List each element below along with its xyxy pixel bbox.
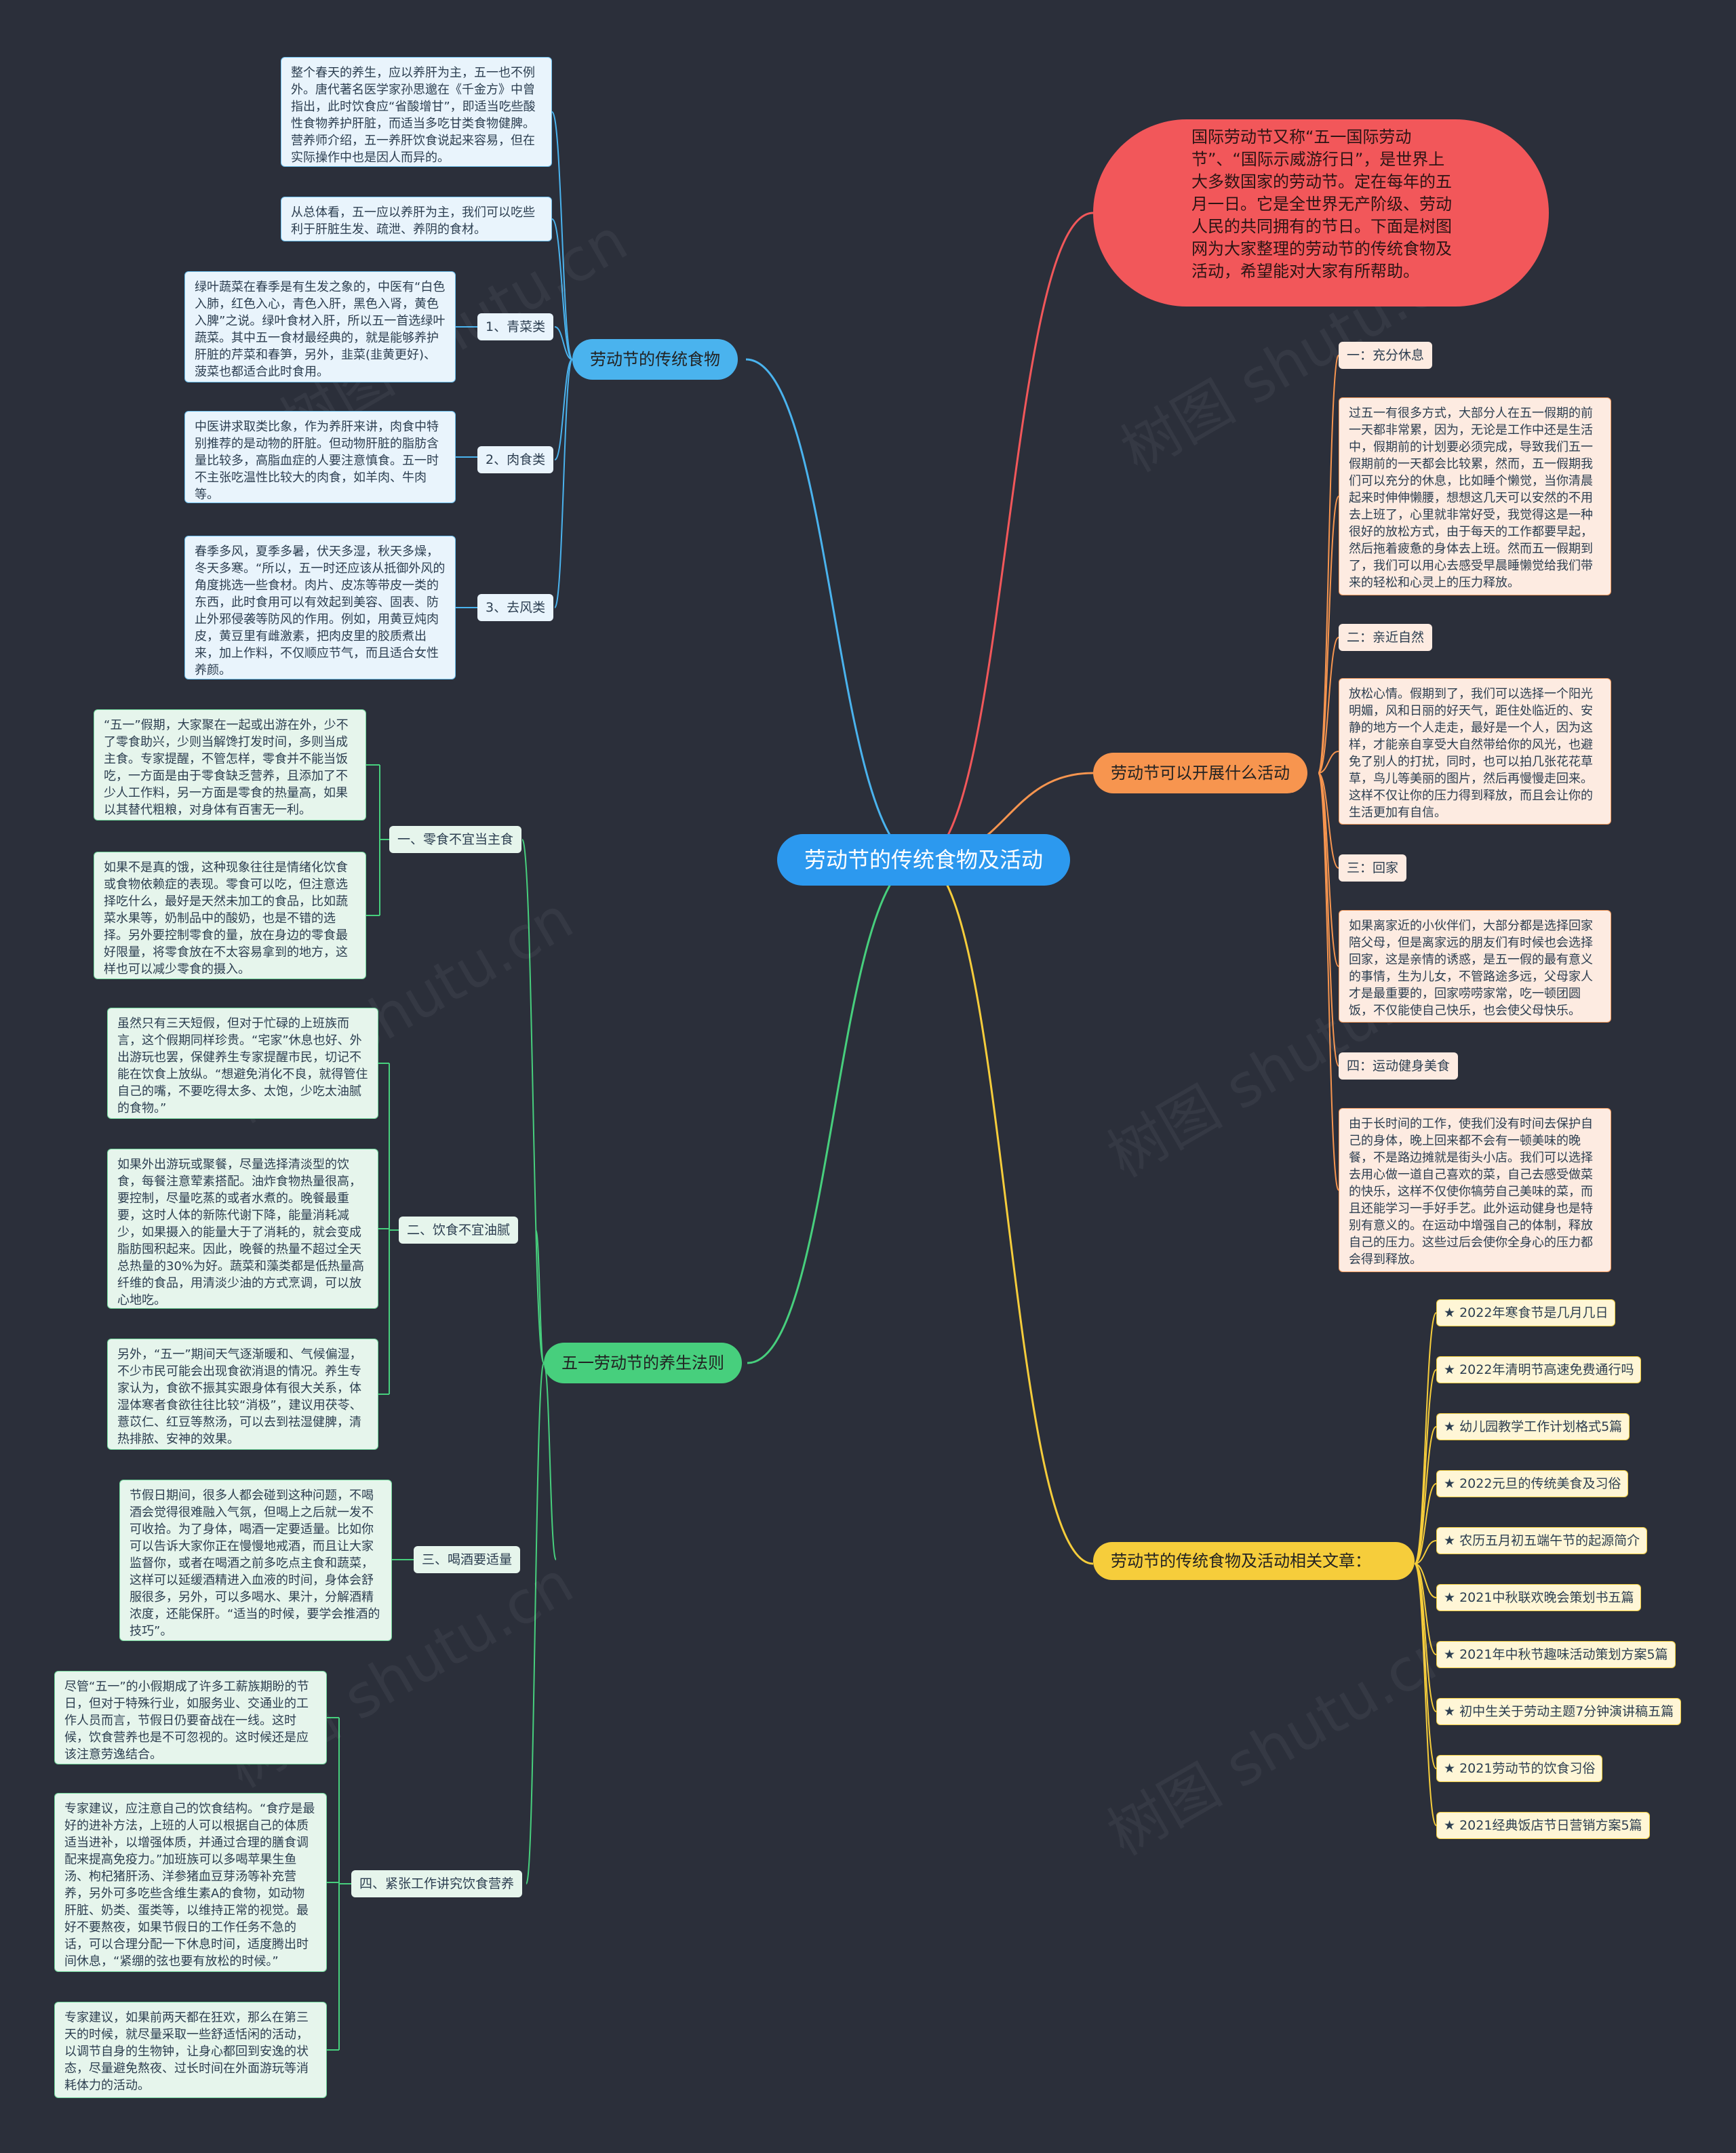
food-intro-1[interactable]: 整个春天的养生，应以养肝为主，五一也不例外。唐代著名医学家孙思邈在《千金方》中曾… <box>281 57 552 167</box>
health-item-text[interactable]: “五一”假期，大家聚在一起或出游在外，少不了零食助兴，少则当解馋打发时间，多则当… <box>94 709 366 821</box>
health-item-text[interactable]: 节假日期间，很多人都会碰到这种问题，不喝酒会觉得很难融入气氛，但喝上之后就一发不… <box>119 1480 392 1641</box>
connector-line <box>1414 1563 1437 1598</box>
connector-line <box>745 358 922 861</box>
food-intro-2[interactable]: 从总体看，五一应以养肝为主，我们可以吃些利于肝脏生发、疏泄、养阴的食材。 <box>281 197 552 241</box>
branch-traditional-food[interactable]: 劳动节的传统食物 <box>572 339 738 380</box>
connector-line <box>551 111 573 360</box>
connector-line <box>1318 772 1339 1067</box>
star-icon: ★ <box>1444 1305 1456 1320</box>
health-item-label[interactable]: 一、零食不宜当主食 <box>389 826 522 853</box>
article-link[interactable]: ★ 2021经典饭店节日营销方案5篇 <box>1436 1812 1650 1839</box>
article-link[interactable]: ★ 2021年中秋节趣味活动策划方案5篇 <box>1436 1641 1676 1668</box>
connector-line <box>747 858 922 1364</box>
food-item-text[interactable]: 绿叶蔬菜在春季是有生发之象的，中医有“白色入肺，红色入心，青色入肝，黑色入肾，黄… <box>184 271 456 382</box>
article-link[interactable]: ★ 2021中秋联欢晚会策划书五篇 <box>1436 1584 1642 1611</box>
food-item-label[interactable]: 3、去风类 <box>477 594 554 621</box>
health-item-text[interactable]: 如果不是真的饿，这种现象往往是情绪化饮食或食物依赖症的表现。零食可以吃，但注意选… <box>94 852 366 979</box>
article-link[interactable]: ★ 初中生关于劳动主题7分钟演讲稿五篇 <box>1436 1698 1682 1725</box>
connector-line <box>521 839 545 1364</box>
root-node[interactable]: 劳动节的传统食物及活动 <box>777 834 1070 886</box>
connector-line <box>526 1362 545 1884</box>
health-item-text[interactable]: 专家建议，应注意自己的饮食结构。“食疗是最好的进补方法，上班的人可以根据自己的体… <box>54 1793 327 1972</box>
activity-item-label[interactable]: 二：亲近自然 <box>1339 624 1433 651</box>
connector-line <box>1318 772 1339 1191</box>
star-icon: ★ <box>1444 1761 1456 1776</box>
activity-item-label[interactable]: 四：运动健身美食 <box>1339 1052 1459 1080</box>
star-icon: ★ <box>1444 1476 1456 1491</box>
connector-line <box>1318 772 1339 967</box>
connector-line <box>554 359 573 608</box>
connector-line <box>535 1229 545 1364</box>
star-icon: ★ <box>1444 1590 1456 1605</box>
star-icon: ★ <box>1444 1704 1456 1719</box>
health-item-text[interactable]: 尽管“五一”的小假期成了许多工薪族期盼的节日，但对于特殊行业，如服务业、交通业的… <box>54 1671 327 1764</box>
activity-item-text[interactable]: 由于长时间的工作，使我们没有时间去保护自己的身体，晚上回来都不会有一顿美味的晚餐… <box>1339 1108 1611 1272</box>
star-icon: ★ <box>1444 1647 1456 1662</box>
health-item-text[interactable]: 如果外出游玩或聚餐，尽量选择清淡型的饮食，每餐注意荤素搭配。油炸食物热量很高，要… <box>107 1149 378 1309</box>
article-link[interactable]: ★ 2022元旦的传统美食及习俗 <box>1436 1470 1629 1497</box>
star-icon: ★ <box>1444 1362 1456 1377</box>
connector-line <box>920 212 1094 861</box>
connector-line <box>1414 1563 1437 1826</box>
connector-line <box>920 858 1094 1565</box>
connector-line <box>1318 772 1339 869</box>
food-item-text[interactable]: 中医讲求取类比象，作为养肝来讲，肉食中特别推荐的是动物的肝脏。但动物肝脏的脂肪含… <box>184 411 456 503</box>
branch-related-articles[interactable]: 劳动节的传统食物及活动相关文章： <box>1093 1542 1415 1580</box>
branch-health-rules[interactable]: 五一劳动节的养生法则 <box>544 1343 742 1383</box>
connector-line <box>1414 1540 1437 1564</box>
branch-activities[interactable]: 劳动节可以开展什么活动 <box>1093 753 1307 793</box>
activity-item-label[interactable]: 三：回家 <box>1339 854 1407 882</box>
article-link[interactable]: ★ 2022年寒食节是几月几日 <box>1436 1299 1616 1326</box>
star-icon: ★ <box>1444 1419 1456 1434</box>
connector-line <box>1414 1369 1437 1564</box>
activity-item-text[interactable]: 如果离家近的小伙伴们，大部分都是选择回家陪父母，但是离家远的朋友们有时候也会选择… <box>1339 910 1611 1023</box>
connector-line <box>551 218 573 360</box>
activity-item-text[interactable]: 过五一有很多方式，大部分人在五一假期的前一天都非常累，因为，无论是工作中还是生活… <box>1339 397 1611 595</box>
connector-line <box>1414 1426 1437 1564</box>
connector-line <box>1318 355 1339 774</box>
connector-line <box>1318 637 1339 774</box>
food-item-label[interactable]: 1、青菜类 <box>477 313 554 340</box>
food-item-text[interactable]: 春季多风，夏季多暑，伏天多湿，秋天多燥，冬天多寒。“所以，五一时还应该从抵御外风… <box>184 536 456 679</box>
health-item-text[interactable]: 虽然只有三天短假，但对于忙碌的上班族而言，这个假期同样珍贵。“宅家”休息也好、外… <box>107 1008 378 1119</box>
food-item-label[interactable]: 2、肉食类 <box>477 446 554 473</box>
health-item-text[interactable]: 另外，“五一”期间天气逐渐暖和、气候偏湿，不少市民可能会出现食欲消退的情况。养生… <box>107 1339 378 1450</box>
activity-item-text[interactable]: 放松心情。假期到了，我们可以选择一个阳光明媚，风和日丽的好天气，距住处临近的、安… <box>1339 678 1611 825</box>
intro-bubble[interactable]: 国际劳动节又称“五一国际劳动节”、“国际示威游行日”，是世界上大多数国家的劳动节… <box>1093 119 1549 307</box>
health-item-label[interactable]: 三、喝酒要适量 <box>414 1546 521 1573</box>
article-link[interactable]: ★ 2022年清明节高速免费通行吗 <box>1436 1356 1642 1383</box>
article-link[interactable]: ★ 幼儿园教学工作计划格式5篇 <box>1436 1413 1630 1440</box>
connector-line <box>554 326 573 360</box>
article-link[interactable]: ★ 农历五月初五端午节的起源简介 <box>1436 1527 1648 1554</box>
health-item-label[interactable]: 四、紧张工作讲究饮食营养 <box>351 1870 523 1897</box>
article-link[interactable]: ★ 2021劳动节的饮食习俗 <box>1436 1755 1603 1782</box>
star-icon: ★ <box>1444 1818 1456 1833</box>
connector-line <box>1318 751 1339 774</box>
health-item-label[interactable]: 二、饮食不宜油腻 <box>399 1217 519 1244</box>
connector-line <box>1318 496 1339 774</box>
health-item-text[interactable]: 专家建议，如果前两天都在狂欢，那么在第三天的时候，就尽量采取一些舒适恬闲的活动，… <box>54 2002 327 2098</box>
connector-line <box>554 359 573 460</box>
activity-item-label[interactable]: 一：充分休息 <box>1339 342 1433 369</box>
star-icon: ★ <box>1444 1533 1456 1548</box>
connector-line <box>1414 1483 1437 1564</box>
connector-line <box>543 1362 557 1560</box>
